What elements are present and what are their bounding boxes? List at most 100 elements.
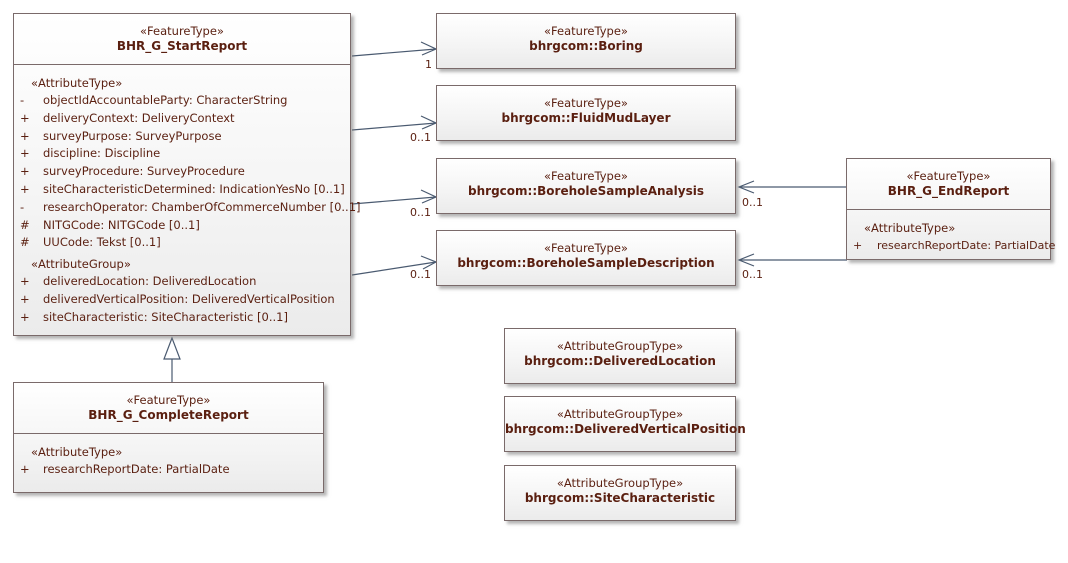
class-header: «FeatureType» BHR_G_StartReport — [14, 14, 350, 64]
attribute-row[interactable]: - researchOperator: ChamberOfCommerceNumb… — [14, 199, 361, 217]
attribute-stereotype: «AttributeType» — [31, 76, 123, 90]
attribute-stereotype: «AttributeType» — [864, 221, 956, 235]
visibility-marker: + — [20, 164, 30, 179]
stereotype-label: «FeatureType» — [140, 24, 224, 38]
class-start-report[interactable]: «FeatureType» BHR_G_StartReport «Attribu… — [13, 13, 361, 336]
visibility-marker: + — [853, 239, 863, 252]
visibility-marker: + — [20, 309, 30, 324]
visibility-marker: + — [20, 146, 30, 161]
class-end-report[interactable]: «FeatureType» BHR_G_EndReport «Attribute… — [846, 158, 1055, 260]
visibility-marker: + — [20, 181, 30, 196]
arrowhead-fluid-mud-layer — [420, 115, 438, 130]
attribute-section: «AttributeType» -objectIdAccountablePart… — [14, 64, 361, 327]
class-fluid-mud-layer[interactable]: «FeatureType» bhrgcom::FluidMudLayer — [436, 85, 736, 141]
attribute-text: surveyProcedure: SurveyProcedure — [43, 164, 245, 179]
attribute-text: researchOperator: ChamberOfCommerceNumbe… — [43, 199, 361, 214]
attribute-text: siteCharacteristicDetermined: Indication… — [43, 181, 345, 196]
stereotype-label: «AttributeGroupType» — [556, 407, 684, 421]
attribute-row[interactable]: + researchReportDate: PartialDate — [14, 461, 323, 479]
visibility-marker: + — [20, 110, 30, 125]
visibility-marker: + — [20, 274, 30, 289]
class-name: BHR_G_EndReport — [887, 184, 1010, 198]
stereotype-label: «AttributeGroupType» — [556, 476, 684, 490]
class-name: bhrgcom::FluidMudLayer — [501, 111, 671, 125]
class-header: «FeatureType» bhrgcom::FluidMudLayer — [437, 86, 735, 125]
class-header: «AttributeGroupType» bhrgcom::DeliveredV… — [505, 397, 746, 436]
attribute-text: deliveredLocation: DeliveredLocation — [43, 274, 257, 289]
class-name: bhrgcom::DeliveredLocation — [524, 354, 716, 368]
association-boring — [351, 48, 437, 57]
stereotype-label: «FeatureType» — [906, 169, 991, 183]
class-site-characteristic[interactable]: «AttributeGroupType» bhrgcom::SiteCharac… — [504, 465, 736, 521]
visibility-marker: + — [20, 462, 30, 476]
attribute-group-row[interactable]: + deliveredVerticalPosition: DeliveredVer… — [14, 291, 350, 309]
attribute-text: deliveredVerticalPosition: DeliveredVert… — [43, 291, 335, 306]
stereotype-label: «AttributeGroupType» — [556, 339, 684, 353]
attribute-text: researchReportDate: PartialDate — [43, 462, 230, 476]
attribute-row[interactable]: # NITGCode: NITGCode [0..1] — [14, 217, 350, 235]
attribute-section: «AttributeType» + researchReportDate: Par… — [14, 433, 323, 479]
visibility-marker: # — [20, 217, 30, 232]
attribute-text: siteCharacteristic: SiteCharacteristic [… — [43, 309, 288, 324]
attribute-row[interactable]: + surveyPurpose: SurveyPurpose — [14, 128, 350, 146]
class-name: BHR_G_CompleteReport — [88, 408, 249, 422]
stereotype-label: «FeatureType» — [544, 24, 628, 38]
attribute-stereotype: «AttributeType» — [31, 445, 123, 459]
visibility-marker: - — [20, 199, 25, 214]
attribute-group-stereotype: «AttributeGroup» — [31, 257, 131, 272]
association-sample-analysis — [351, 196, 437, 205]
attribute-row[interactable]: + siteCharacteristicDetermined: Indicatio… — [14, 181, 350, 199]
attribute-section: «AttributeType» + researchReportDate: Par… — [847, 209, 1055, 255]
attribute-text: NITGCode: NITGCode [0..1] — [43, 217, 200, 232]
attribute-text: UUCode: Tekst [0..1] — [43, 235, 161, 250]
attribute-row[interactable]: -objectIdAccountableParty: CharacterStri… — [14, 92, 350, 110]
multiplicity-fluid-mud-layer: 0..1 — [410, 131, 431, 144]
class-header: «FeatureType» BHR_G_EndReport — [847, 159, 1050, 209]
class-header: «FeatureType» bhrgcom::BoreholeSampleAna… — [437, 159, 735, 198]
class-header: «FeatureType» bhrgcom::BoreholeSampleDes… — [437, 231, 735, 270]
class-name: bhrgcom::DeliveredVerticalPosition — [505, 422, 746, 436]
attribute-text: objectIdAccountableParty: CharacterStrin… — [43, 93, 288, 107]
class-name: BHR_G_StartReport — [116, 39, 248, 53]
arrowhead-end-to-analysis — [737, 180, 755, 194]
stereotype-label: «FeatureType» — [544, 169, 628, 183]
attribute-row[interactable]: + discipline: Discipline — [14, 145, 350, 163]
class-name: bhrgcom::BoreholeSampleAnalysis — [468, 184, 704, 198]
visibility-marker: # — [20, 235, 30, 250]
multiplicity-boring: 1 — [425, 58, 432, 71]
class-boring[interactable]: «FeatureType» bhrgcom::Boring — [436, 13, 736, 69]
attribute-row[interactable]: + surveyProcedure: SurveyProcedure — [14, 163, 350, 181]
arrowhead-sample-analysis — [420, 189, 438, 204]
attribute-group-row[interactable]: + deliveredLocation: DeliveredLocation — [14, 273, 350, 291]
attribute-text: researchReportDate: PartialDate — [877, 239, 1056, 252]
arrowhead-end-to-description — [737, 253, 755, 267]
class-borehole-sample-description[interactable]: «FeatureType» bhrgcom::BoreholeSampleDes… — [436, 230, 736, 286]
stereotype-label: «FeatureType» — [126, 393, 211, 407]
class-delivered-location[interactable]: «AttributeGroupType» bhrgcom::DeliveredL… — [504, 328, 736, 384]
class-name: bhrgcom::BoreholeSampleDescription — [457, 256, 715, 270]
stereotype-label: «FeatureType» — [544, 96, 628, 110]
multiplicity-sample-description: 0..1 — [410, 268, 431, 281]
class-header: «FeatureType» bhrgcom::Boring — [437, 14, 735, 53]
attribute-text: discipline: Discipline — [43, 146, 161, 161]
stereotype-label: «FeatureType» — [544, 241, 628, 255]
attribute-row[interactable]: # UUCode: Tekst [0..1] — [14, 234, 350, 252]
class-complete-report[interactable]: «FeatureType» BHR_G_CompleteReport «Attr… — [13, 382, 324, 493]
multiplicity-end-to-analysis: 0..1 — [742, 196, 763, 209]
attribute-row[interactable]: + deliveryContext: DeliveryContext — [14, 110, 350, 128]
attribute-text: deliveryContext: DeliveryContext — [43, 110, 235, 125]
attribute-text: surveyPurpose: SurveyPurpose — [43, 128, 222, 143]
class-delivered-vertical-position[interactable]: «AttributeGroupType» bhrgcom::DeliveredV… — [504, 396, 746, 452]
class-header: «FeatureType» BHR_G_CompleteReport — [14, 383, 323, 433]
association-sample-description — [351, 261, 437, 276]
attribute-row[interactable]: + researchReportDate: PartialDate — [847, 237, 1055, 255]
multiplicity-end-to-description: 0..1 — [742, 268, 763, 281]
visibility-marker: + — [20, 291, 30, 306]
class-header: «AttributeGroupType» bhrgcom::SiteCharac… — [505, 466, 735, 505]
visibility-marker: + — [20, 128, 30, 143]
attribute-group-row[interactable]: + siteCharacteristic: SiteCharacteristic … — [14, 309, 350, 327]
multiplicity-sample-analysis: 0..1 — [410, 206, 431, 219]
class-borehole-sample-analysis[interactable]: «FeatureType» bhrgcom::BoreholeSampleAna… — [436, 158, 736, 214]
generalization-arrowhead — [163, 336, 181, 360]
class-name: bhrgcom::SiteCharacteristic — [524, 491, 716, 505]
